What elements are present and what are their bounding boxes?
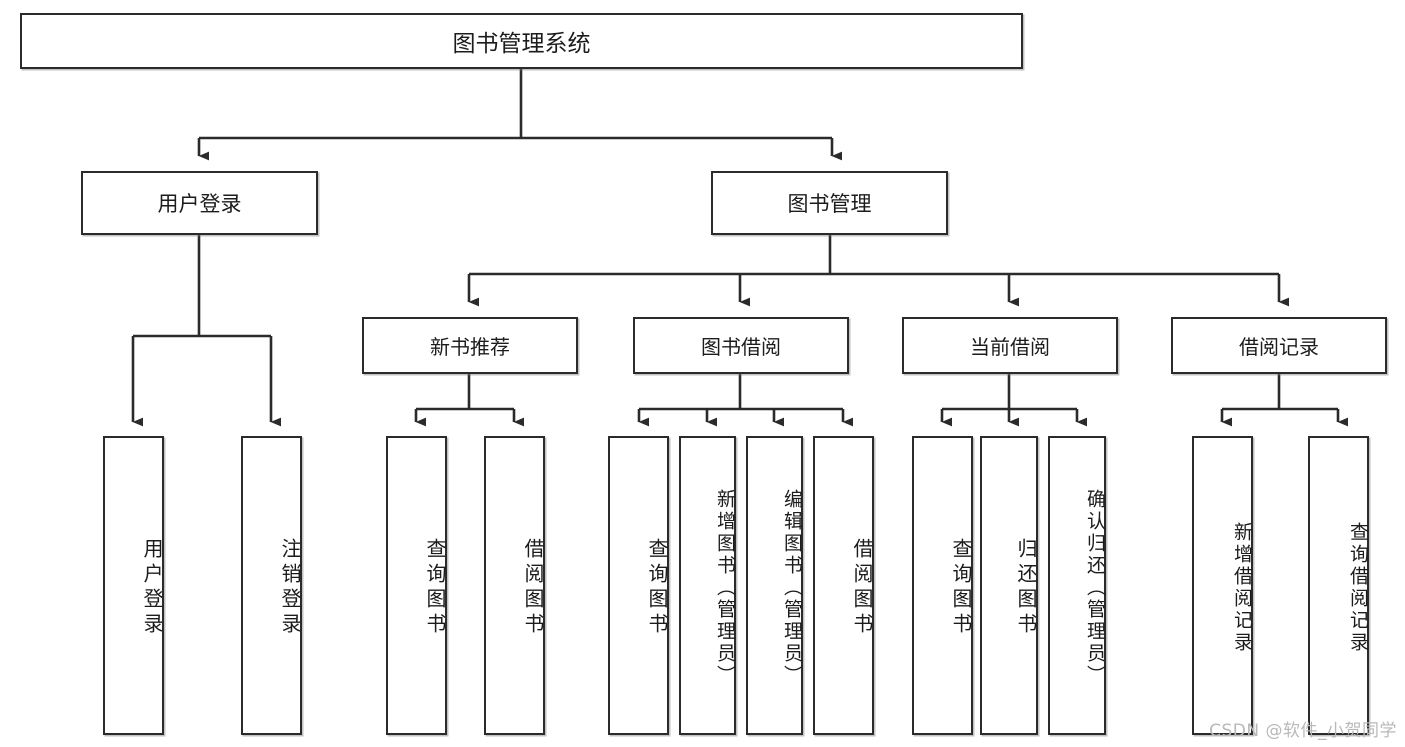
- leaf-borrow-add-book-admin[interactable]: 新增图书（管理员）: [679, 436, 736, 735]
- node-current-borrow[interactable]: 当前借阅: [902, 317, 1118, 374]
- node-root-system[interactable]: 图书管理系统: [20, 13, 1023, 69]
- csdn-watermark: CSDN @软件_小贺同学: [1209, 721, 1397, 741]
- leaf-records-query-record[interactable]: 查询借阅记录: [1308, 436, 1369, 735]
- leaf-borrow-borrow-book[interactable]: 借阅图书: [813, 436, 874, 735]
- node-borrow-records[interactable]: 借阅记录: [1171, 317, 1387, 374]
- node-book-management[interactable]: 图书管理: [711, 171, 948, 235]
- node-new-book-recommend[interactable]: 新书推荐: [362, 317, 578, 374]
- leaf-borrow-query-book[interactable]: 查询图书: [608, 436, 669, 735]
- node-book-borrow[interactable]: 图书借阅: [633, 317, 849, 374]
- node-user-login[interactable]: 用户登录: [81, 171, 318, 235]
- leaf-recommend-borrow-book[interactable]: 借阅图书: [484, 436, 545, 735]
- leaf-user-login-login[interactable]: 用户登录: [103, 436, 164, 735]
- leaf-records-add-record[interactable]: 新增借阅记录: [1192, 436, 1253, 735]
- leaf-current-return-book[interactable]: 归还图书: [980, 436, 1038, 735]
- leaf-current-confirm-return-admin[interactable]: 确认归还（管理员）: [1048, 436, 1106, 735]
- leaf-recommend-query-book[interactable]: 查询图书: [386, 436, 447, 735]
- leaf-borrow-edit-book-admin[interactable]: 编辑图书（管理员）: [746, 436, 803, 735]
- leaf-user-login-logout[interactable]: 注销登录: [241, 436, 302, 735]
- leaf-current-query-book[interactable]: 查询图书: [912, 436, 973, 735]
